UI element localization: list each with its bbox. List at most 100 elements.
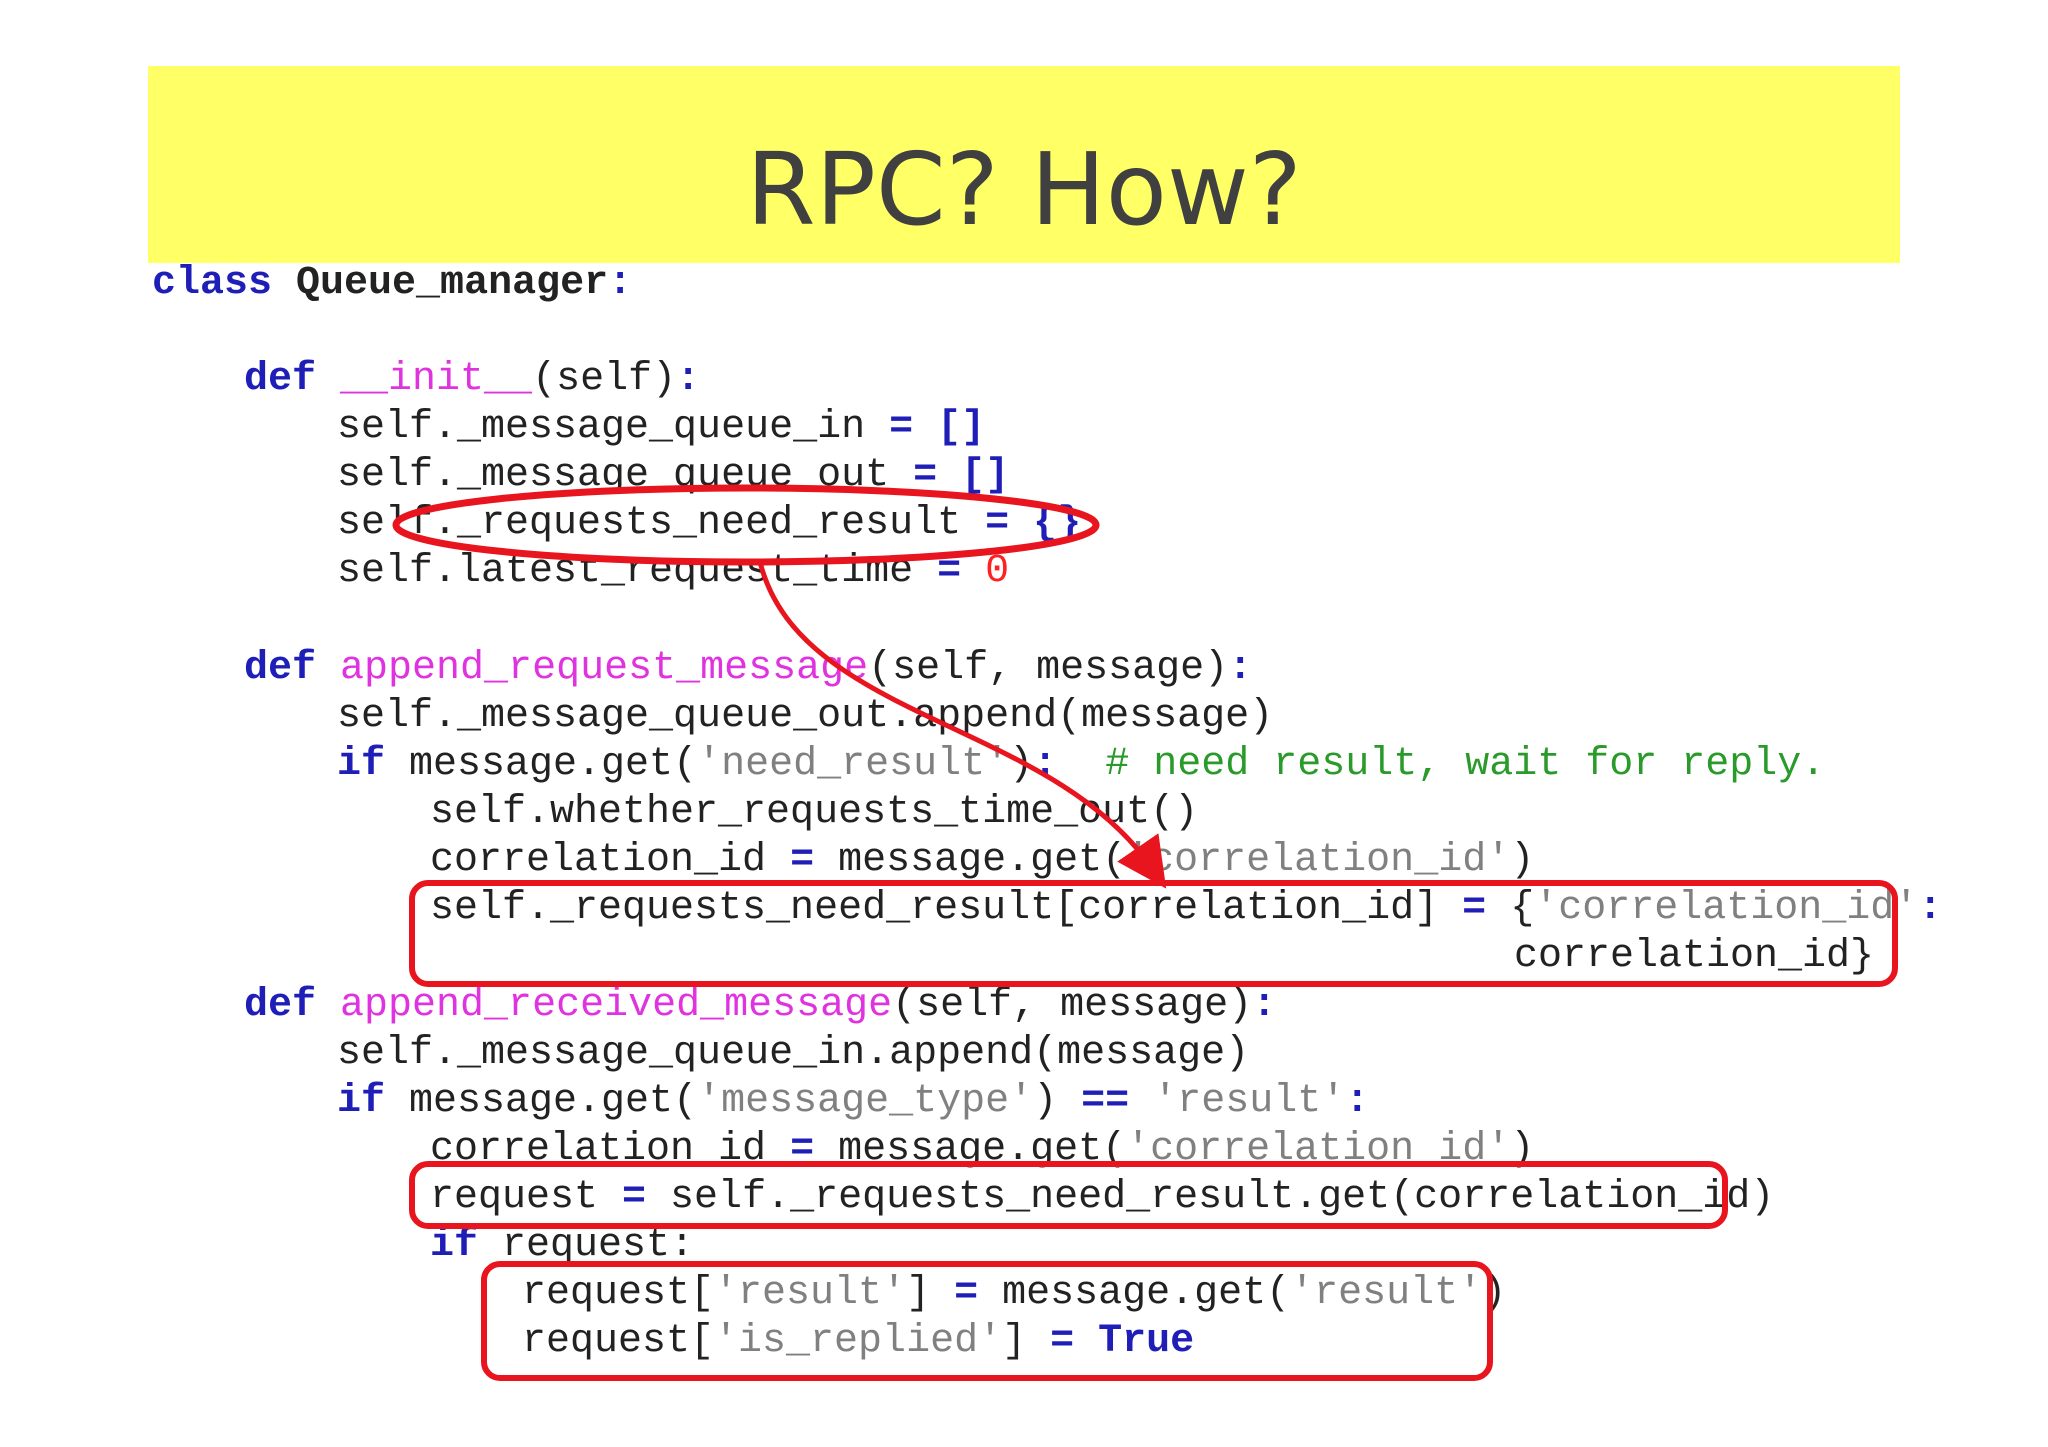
code-token: == — [1081, 1079, 1130, 1124]
code-token: = — [1050, 1319, 1075, 1364]
code-token: = — [954, 1271, 979, 1316]
code-token: append_request_message — [340, 646, 869, 691]
code-line: self.latest_request_time = 0 — [337, 548, 1009, 596]
code-token: 0 — [985, 549, 1010, 594]
code-line: if message.get('need_result'): # need re… — [337, 741, 1825, 789]
code-token: request[ — [522, 1271, 715, 1316]
code-line: correlation_id = message.get('correlatio… — [430, 1126, 1534, 1174]
code-token: = — [889, 405, 914, 450]
code-token: ) — [1510, 838, 1535, 883]
code-token: correlation_id — [430, 838, 791, 883]
code-line: def __init__(self): — [244, 356, 700, 404]
title-band — [148, 66, 1900, 263]
code-token — [937, 453, 961, 498]
code-token: 'need_result' — [697, 742, 1010, 787]
code-token — [913, 405, 937, 450]
code-token: : — [1033, 742, 1058, 787]
code-token: self._message_queue_out.append(message) — [337, 694, 1274, 739]
code-token: # need result, wait for reply. — [1105, 742, 1826, 787]
code-token: self._requests_need_result[correlation_i… — [430, 886, 1463, 931]
code-token: 'message_type' — [697, 1079, 1034, 1124]
code-token: (self, message) — [868, 646, 1229, 691]
code-token — [961, 549, 985, 594]
code-token: message.get( — [814, 838, 1127, 883]
code-token — [316, 646, 340, 691]
code-token: if — [337, 742, 386, 787]
code-token: ) — [1510, 1127, 1535, 1172]
code-token: (self, message) — [892, 983, 1253, 1028]
code-token: ] — [1002, 1319, 1051, 1364]
code-token: def — [244, 357, 317, 402]
code-token: self._requests_need_result.get(correlati… — [646, 1175, 1775, 1220]
code-token: { — [1486, 886, 1535, 931]
code-line: def append_received_message(self, messag… — [244, 982, 1276, 1030]
code-token: self._message_queue_in.append(message) — [337, 1031, 1250, 1076]
code-token: ] — [906, 1271, 955, 1316]
code-line: self._message_queue_out.append(message) — [337, 693, 1273, 741]
code-line: request = self._requests_need_result.get… — [430, 1174, 1774, 1222]
code-token: 'result' — [714, 1271, 907, 1316]
code-token: = — [790, 838, 815, 883]
code-token: ) — [1009, 742, 1034, 787]
code-token: self.whether_requests_time_out() — [430, 790, 1199, 835]
code-line: request['is_replied'] = True — [522, 1318, 1194, 1366]
code-token: : — [1918, 886, 1943, 931]
code-token: = — [937, 549, 962, 594]
code-token: = — [622, 1175, 647, 1220]
code-token: 'is_replied' — [714, 1319, 1003, 1364]
code-token: 'result' — [1153, 1079, 1346, 1124]
code-line: self._requests_need_result = {} — [337, 500, 1081, 548]
code-token: = — [985, 501, 1010, 546]
code-token: : — [1228, 646, 1253, 691]
code-line: correlation_id = message.get('correlatio… — [430, 837, 1534, 885]
code-token: {} — [1033, 501, 1082, 546]
code-token: if — [337, 1079, 386, 1124]
code-token: : — [608, 261, 633, 306]
code-token: message.get( — [978, 1271, 1291, 1316]
code-token: (self) — [532, 357, 677, 402]
code-token: Queue_manager — [272, 261, 609, 306]
code-token: True — [1098, 1319, 1195, 1364]
code-token: def — [244, 983, 317, 1028]
code-token: = — [1462, 886, 1487, 931]
code-token: self._message_queue_in — [337, 405, 890, 450]
code-token: class — [152, 261, 273, 306]
code-token: [] — [937, 405, 986, 450]
code-token: message.get( — [385, 1079, 698, 1124]
code-token: 'correlation_id' — [1126, 838, 1511, 883]
code-token: 'correlation_id' — [1534, 886, 1919, 931]
code-token: 'correlation_id' — [1126, 1127, 1511, 1172]
code-token — [1009, 501, 1033, 546]
code-token: = — [913, 453, 938, 498]
code-token — [316, 983, 340, 1028]
code-token — [316, 357, 340, 402]
code-token: ) — [1033, 1079, 1082, 1124]
code-token: correlation_id} — [1514, 934, 1875, 979]
code-token: : — [676, 357, 701, 402]
code-token: [] — [961, 453, 1010, 498]
code-token: correlation_id — [430, 1127, 791, 1172]
code-token: request[ — [522, 1319, 715, 1364]
code-line: self._requests_need_result[correlation_i… — [430, 885, 1942, 933]
code-token: if — [430, 1223, 479, 1268]
code-line: if message.get('message_type') == 'resul… — [337, 1078, 1369, 1126]
code-line: self._message_queue_in.append(message) — [337, 1030, 1249, 1078]
code-token: self.latest_request_time — [337, 549, 938, 594]
code-token: message.get( — [814, 1127, 1127, 1172]
code-token — [1074, 1319, 1098, 1364]
code-line: self._message_queue_in = [] — [337, 404, 985, 452]
code-token: request — [430, 1175, 623, 1220]
code-token: = — [790, 1127, 815, 1172]
code-token: append_received_message — [340, 983, 893, 1028]
code-token: def — [244, 646, 317, 691]
code-line: request['result'] = message.get('result'… — [522, 1270, 1506, 1318]
code-token — [1129, 1079, 1153, 1124]
code-token: : — [1252, 983, 1277, 1028]
code-token: ) — [1482, 1271, 1507, 1316]
code-token: message.get( — [385, 742, 698, 787]
slide-title: RPC? How? — [746, 131, 1302, 248]
code-line: def append_request_message(self, message… — [244, 645, 1252, 693]
code-line: self.whether_requests_time_out() — [430, 789, 1198, 837]
